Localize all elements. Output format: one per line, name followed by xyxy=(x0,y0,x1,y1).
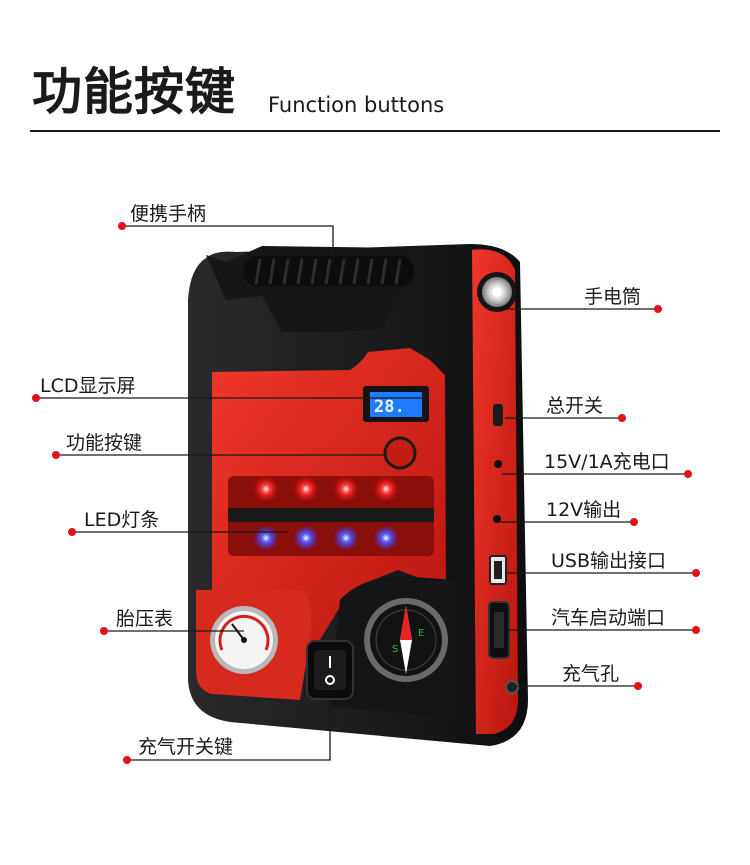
inflate-switch xyxy=(306,640,354,700)
main-switch xyxy=(493,404,503,426)
lcd-display: 28. xyxy=(363,386,429,422)
charge-port xyxy=(494,460,502,468)
label-function-key: 功能按键 xyxy=(66,432,143,454)
led-strip-panel xyxy=(228,476,434,556)
compass: S E xyxy=(364,598,448,682)
function-button xyxy=(383,436,417,470)
tire-pressure-gauge xyxy=(210,606,278,674)
label-air-hole: 充气孔 xyxy=(562,663,620,685)
label-charge-port: 15V/1A充电口 xyxy=(544,451,670,473)
label-12v-output: 12V输出 xyxy=(546,499,622,521)
label-portable-handle: 便携手柄 xyxy=(130,203,207,225)
callout-lines xyxy=(36,225,696,761)
label-jump-start-port: 汽车启动端口 xyxy=(551,607,666,629)
flashlight xyxy=(477,272,517,312)
label-led-strip: LED灯条 xyxy=(84,509,160,531)
side-panel xyxy=(472,249,518,734)
svg-text:E: E xyxy=(418,628,424,639)
label-usb-output: USB输出接口 xyxy=(551,550,667,572)
handle-ridges xyxy=(254,258,402,285)
callout-dots xyxy=(32,222,700,764)
air-hole xyxy=(505,680,519,694)
page-subtitle: Function buttons xyxy=(268,93,445,117)
lcd-reading: 28. xyxy=(374,397,405,417)
label-flashlight: 手电筒 xyxy=(584,286,642,308)
label-inflate-switch: 充气开关键 xyxy=(138,736,234,758)
title-divider xyxy=(30,130,720,132)
svg-text:S: S xyxy=(392,644,398,655)
label-main-switch: 总开关 xyxy=(546,395,604,417)
page-title: 功能按键 xyxy=(32,63,236,121)
label-lcd-display: LCD显示屏 xyxy=(40,375,136,397)
label-tire-gauge: 胎压表 xyxy=(116,608,174,630)
dc12v-port xyxy=(493,515,501,523)
